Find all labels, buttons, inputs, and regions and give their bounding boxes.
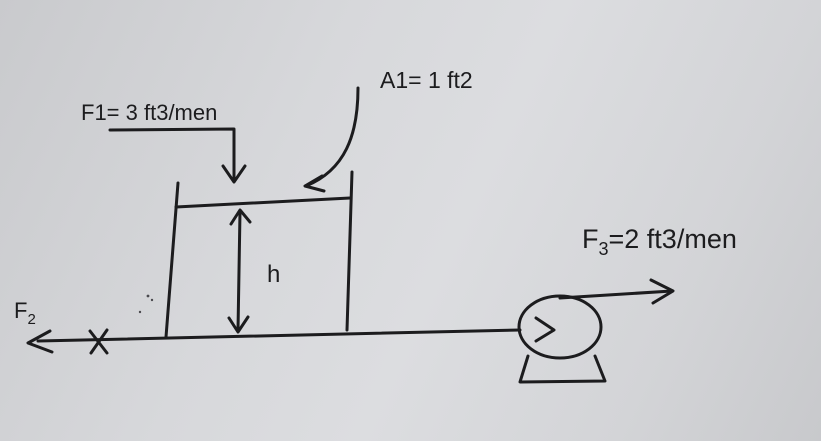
f2-main: F xyxy=(14,298,27,323)
pump-icon xyxy=(517,278,675,384)
liquid-surface-line xyxy=(174,196,352,209)
f3-main: F xyxy=(582,224,599,254)
f3-label: F3=2 ft3/men xyxy=(582,224,737,259)
outflow-f2-arrow xyxy=(26,329,54,354)
a1-label: A1= 1 ft2 xyxy=(380,67,473,93)
f3-sub: 3 xyxy=(599,239,609,259)
f1-label: F1= 3 ft3/men xyxy=(81,100,217,125)
f3-value: =2 ft3/men xyxy=(609,224,737,254)
level-arrow xyxy=(227,208,252,334)
level-h-label: h xyxy=(267,261,280,288)
tank-right-wall xyxy=(345,170,354,332)
f2-label: F2 xyxy=(14,298,36,328)
area-pointer-arrow xyxy=(303,86,360,193)
valve-x-icon xyxy=(88,328,109,355)
inflow-arrow xyxy=(108,127,247,184)
dotted-marks xyxy=(138,294,154,314)
outlet-pipe-line xyxy=(36,328,522,343)
f2-sub: 2 xyxy=(27,311,35,328)
tank-left-wall xyxy=(164,181,180,339)
